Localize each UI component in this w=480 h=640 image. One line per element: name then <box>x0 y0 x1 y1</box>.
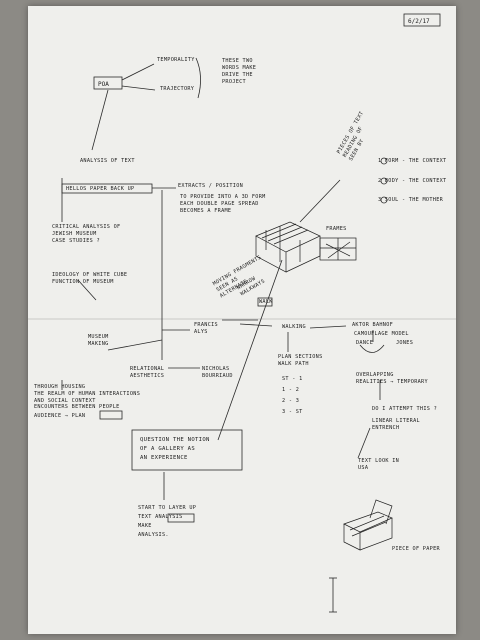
nicholas-text: NICHOLAS BOURRIAUD <box>202 366 233 379</box>
list-item-2: 2 BODY - THE CONTEXT <box>378 178 447 184</box>
list-item-3: 3 SOUL - THE MOTHER <box>378 197 444 203</box>
aktor-bahnof-text: AKTOR BAHNOF <box>352 322 394 328</box>
through-housing-text: THROUGH HOUSING THE REALM OF HUMAN INTER… <box>34 384 141 404</box>
walking-text: WALKING <box>282 324 306 330</box>
francis-alys-text: FRANCIS ALYS <box>194 322 218 335</box>
temporality-text: TEMPORALITY <box>157 57 195 63</box>
audience-plan-text: AUDIENCE → PLAN <box>34 413 86 419</box>
hellos-paper-text: HELLOS PAPER BACK UP <box>66 186 135 192</box>
museum-making-text: MUSEUM MAKING <box>88 334 109 347</box>
extracts-text: EXTRACTS / POSITION <box>178 183 244 189</box>
analysis-text: ANALYSIS OF TEXT <box>80 158 135 164</box>
attempt-text: DO I ATTEMPT THIS ? <box>372 406 438 412</box>
ideology-text: IDEOLOGY OF WHITE CUBE FUNCTION OF MUSEU… <box>52 272 128 285</box>
these-two-note: THESE TWO WORDS MAKE DRIVE THE PROJECT <box>222 58 257 85</box>
paper-sketch <box>343 499 393 551</box>
camouflage-model-text: CAMOUFLAGE MODEL <box>354 331 409 337</box>
encounters-text: ENCOUNTERS BETWEEN PEOPLE <box>34 404 120 410</box>
provide-text: TO PROVIDE INTO A 3D FORM EACH DOUBLE PA… <box>180 194 266 214</box>
overlapping-text: OVERLAPPING REALITIES → TEMPORARY <box>356 372 428 385</box>
linear-literal-text: LINEAR LITERAL ENTRENCH <box>372 418 420 431</box>
trajectory-text: TRAJECTORY <box>160 86 195 92</box>
date-label: 6/2/17 <box>408 18 430 25</box>
frames-label: FRAMES <box>326 226 347 232</box>
text-look-text: TEXT LOOK IN USA <box>358 458 400 471</box>
jones-text: JONES <box>396 340 414 346</box>
poa-label: POA <box>98 81 109 88</box>
piece-of-paper-text: PIECE OF PAPER <box>392 546 440 552</box>
poa-box <box>93 76 123 90</box>
walk-box-text: WALK <box>259 299 273 305</box>
dance-text: DANCE <box>356 340 374 346</box>
relational-text: RELATIONAL AESTHETICS <box>130 366 165 379</box>
list-item-1: 1 FORM - THE CONTEXT <box>378 158 447 164</box>
start-layer-text: START TO LAYER UP TEXT ANALYSIS MAKE ANA… <box>138 505 197 538</box>
question-notion-text: QUESTION THE NOTION OF A GALLERY AS AN E… <box>140 437 210 461</box>
frames-sketch <box>255 221 357 273</box>
critical-analysis-text: CRITICAL ANALYSIS OF JEWISH MUSEUM CASE … <box>52 224 121 244</box>
plan-sections-text: PLAN SECTIONS WALK PATH <box>278 354 323 367</box>
fold-crease <box>28 318 456 320</box>
st-rows-text: ST - 1 1 - 2 2 - 3 3 - ST <box>282 376 303 415</box>
